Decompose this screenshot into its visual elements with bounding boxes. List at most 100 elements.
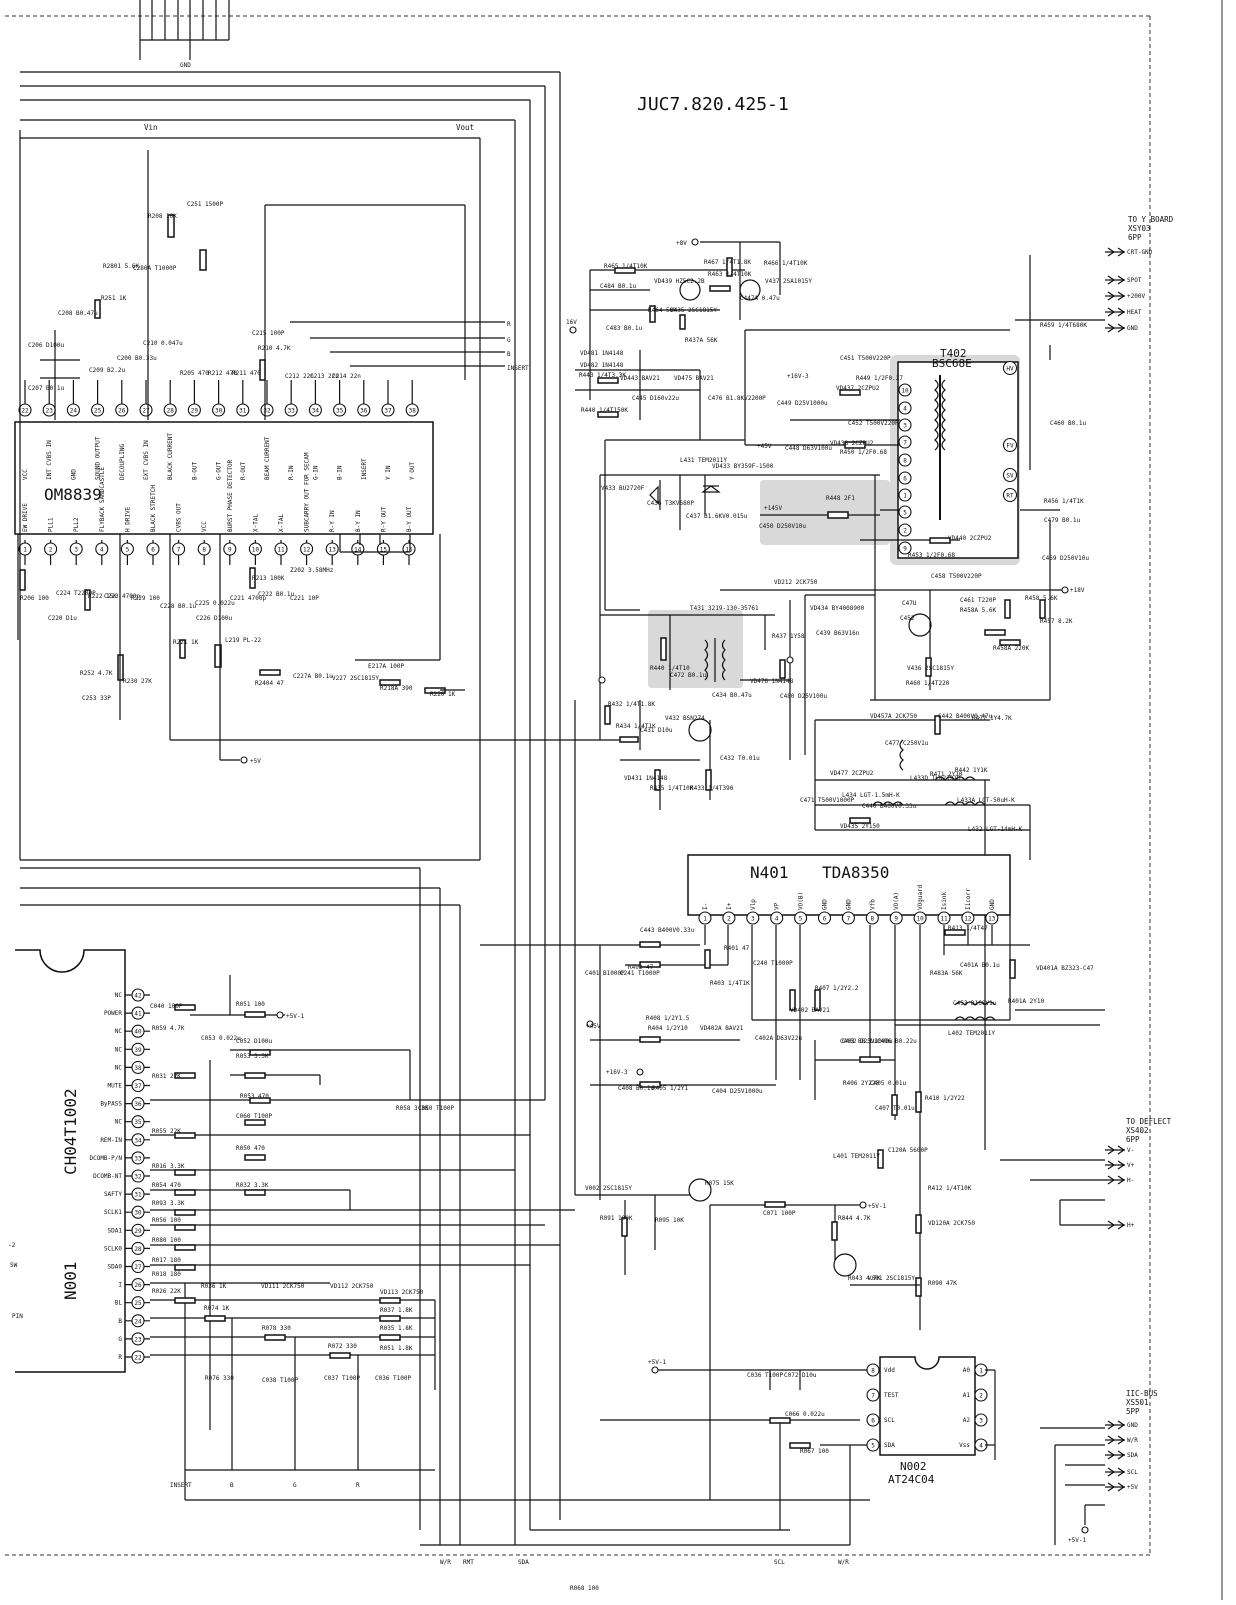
tda8350-pin-label-8: Vfb <box>869 899 876 910</box>
component-label-93: C434 B0.47u <box>712 692 752 699</box>
cpu-pin-label-35: NC <box>115 1119 123 1126</box>
om8839-top-pin-34-circle <box>308 403 322 417</box>
conn-defl-title-0: TO DEFLECT <box>1126 1117 1172 1126</box>
component-label-89: R440 1/4T10 <box>650 665 690 672</box>
t402-tap-SV <box>1002 467 1018 483</box>
eeprom-pin-label-6: SCL <box>884 1417 895 1424</box>
component-label-17: C213 22n <box>310 373 339 380</box>
component-label-109: C461 T220P <box>960 597 997 604</box>
component-label-103: R435 1/4T10K <box>650 785 694 792</box>
component-label-5: C206 D100u <box>28 342 65 349</box>
component-label-138: R404 1/2Y10 <box>648 1025 688 1032</box>
t402-tap-FV <box>1002 437 1018 453</box>
component-label-63: V437 2SA1015Y <box>765 278 812 285</box>
cpu-bottom-label-0: INSERT <box>170 1482 192 1489</box>
om8839-bottom-pin-4-number: 4 <box>100 547 104 554</box>
tda8350-ref: N401 <box>750 863 789 882</box>
component-label-82: C479 B0.1u <box>1044 517 1081 524</box>
component-label-134: C240 T1000P <box>753 960 793 967</box>
conn-y-title-1: XSY03 <box>1128 224 1151 233</box>
component-label-196: VD113 2CK750 <box>380 1289 424 1296</box>
om8839-bottom-pin-1-circle <box>18 542 32 556</box>
om8839-top-pin-33-number: 33 <box>288 408 296 415</box>
cpu-pin-24-circle <box>131 1314 145 1328</box>
tda8350-pin-9-circle <box>889 911 903 925</box>
eeprom-pin-label-8: Vdd <box>884 1367 895 1374</box>
eeprom-pin-2-circle <box>974 1388 988 1402</box>
conn-iic-pin-1: W/R <box>1127 1437 1138 1444</box>
cpu-pin-32-number: 32 <box>134 1174 142 1181</box>
component-label-192: R026 22K <box>152 1288 181 1295</box>
om8839-bottom-pin-14-number: 14 <box>354 547 362 554</box>
cpu-pin-30-number: 30 <box>134 1210 142 1217</box>
net-gnd-top: GND <box>180 62 191 69</box>
component-label-16: C212 22n <box>285 373 314 380</box>
tda8350-pin-label-1: I- <box>702 903 709 910</box>
component-label-144: C404 D25V1000u <box>712 1088 763 1095</box>
component-label-26: C225 0.022u <box>195 600 235 607</box>
conn-y-pin-4: GND <box>1127 325 1138 332</box>
component-label-68: C437 B1.6KV0.015u <box>686 513 748 520</box>
tda8350-pin-12-number: 12 <box>964 916 972 923</box>
ic-cpu: CH04T1002 N001 42NC41POWER40NC39NC38NC37… <box>15 949 150 1373</box>
om8839-pin-label-37: Y IN <box>385 465 392 480</box>
eeprom-pin-7-circle <box>866 1388 880 1402</box>
cpu-pin-33-number: 33 <box>134 1155 142 1162</box>
component-label-33: C221 10P <box>290 595 319 602</box>
tda8350-pin-11-circle <box>937 911 951 925</box>
component-label-157: L402 TEM2011Y <box>948 1030 995 1037</box>
t402-pin-5-circle <box>898 505 912 519</box>
om8839-bottom-pin-2-number: 2 <box>49 547 53 554</box>
component-label-27: C226 D100u <box>196 615 233 622</box>
component-label-111: R458A 220K <box>993 645 1030 652</box>
component-label-142: C408 B0.1u <box>618 1085 655 1092</box>
component-label-64: L431 TEM2011Y <box>680 457 727 464</box>
tda8350-pin-7-circle <box>841 911 855 925</box>
om8839-pin-label-b15: R-Y OUT <box>380 506 387 532</box>
conn-iic-pin-0: GND <box>1127 1422 1138 1429</box>
component-label-54: C445 D160v22u <box>632 395 679 402</box>
conn-iic-pin-3: SCL <box>1127 1469 1138 1476</box>
tda8350-pin-3-circle <box>746 911 760 925</box>
component-label-32: C222 B0.1u <box>258 591 295 598</box>
component-label-11: R205 470 <box>180 370 209 377</box>
component-label-210: R067 100 <box>800 1448 829 1455</box>
om8839-pin-label-24: GND <box>70 469 77 480</box>
net-plus45v: +45V <box>757 443 772 450</box>
component-label-106: C452 <box>900 615 915 622</box>
cpu-pin-29-number: 29 <box>134 1228 142 1235</box>
net-plus45v-v: +45V <box>586 1023 601 1030</box>
component-label-18: C214 22n <box>332 373 361 380</box>
net-plus5v1-c: +5V-1 <box>648 1359 666 1366</box>
om8839-bottom-pin-3-circle <box>69 542 83 556</box>
om8839-bottom-pin-2-circle <box>44 542 58 556</box>
component-label-119: L434 LGT-1.5mH-K <box>842 792 900 799</box>
horizontal-drive-section: +8V 16V <box>566 238 781 440</box>
om8839-pin-label-22: VCC <box>22 469 29 480</box>
cpu-pin-26-number: 26 <box>134 1282 142 1289</box>
t402-pin-8-number: 8 <box>903 458 907 465</box>
component-label-200: R035 1.8K <box>380 1325 413 1332</box>
component-label-130: R401 47 <box>724 945 750 952</box>
cpu-pin-23-circle <box>131 1332 145 1346</box>
component-label-197: R074 1K <box>204 1305 230 1312</box>
om8839-top-pin-34-number: 34 <box>312 408 320 415</box>
tda8350-pin-7-number: 7 <box>847 916 851 923</box>
cpu-pin-24-number: 24 <box>134 1318 142 1325</box>
cpu-pin-28-circle <box>131 1241 145 1255</box>
component-label-176: R053 3.3K <box>236 1053 269 1060</box>
component-label-107: V436 2SC1815Y <box>907 665 954 672</box>
om8839-top-pin-28-circle <box>163 403 177 417</box>
om8839-bottom-pin-11-circle <box>274 542 288 556</box>
sheet-border <box>5 0 1223 1600</box>
component-label-170: V001 2SC1815Y <box>868 1275 915 1282</box>
component-label-76: VD438 2CZPU2 <box>830 440 874 447</box>
component-label-183: R050 470 <box>236 1145 265 1152</box>
tda8350-pin-4-number: 4 <box>775 916 779 923</box>
component-label-6: C208 B0.47u <box>58 310 98 317</box>
tda8350-pin-1-circle <box>698 911 712 925</box>
